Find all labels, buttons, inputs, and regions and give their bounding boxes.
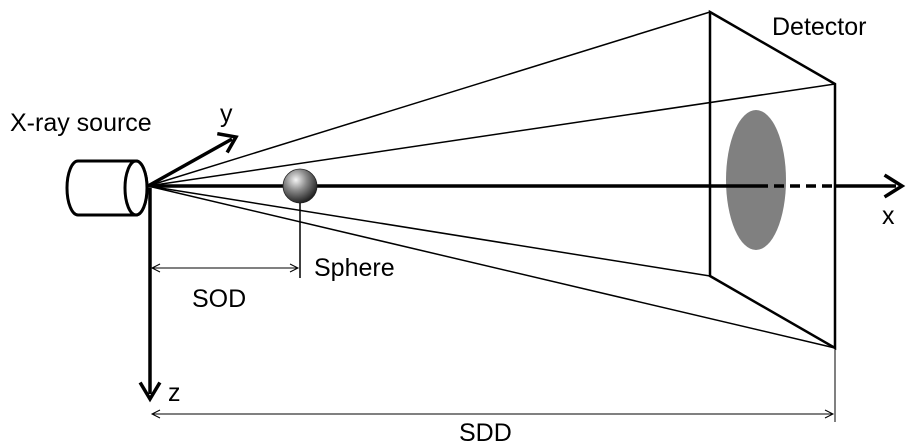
sphere: [282, 168, 318, 204]
x-axis-label: x: [882, 202, 895, 230]
z-axis: [138, 188, 162, 403]
sphere-shadow: [726, 110, 786, 250]
y-axis: [147, 131, 239, 188]
x-axis: [148, 173, 906, 199]
xray-source-icon: [65, 159, 149, 217]
sod-label: SOD: [192, 285, 246, 313]
projection-rays: [147, 11, 836, 349]
y-axis-label: y: [220, 100, 233, 128]
sdd-dimension: [150, 348, 836, 422]
xray-source-label: X-ray source: [10, 109, 152, 137]
detector-label: Detector: [772, 13, 866, 41]
z-axis-label: z: [168, 379, 181, 407]
sdd-label: SDD: [459, 419, 512, 445]
sphere-label: Sphere: [314, 254, 395, 282]
sod-dimension: [150, 263, 300, 273]
